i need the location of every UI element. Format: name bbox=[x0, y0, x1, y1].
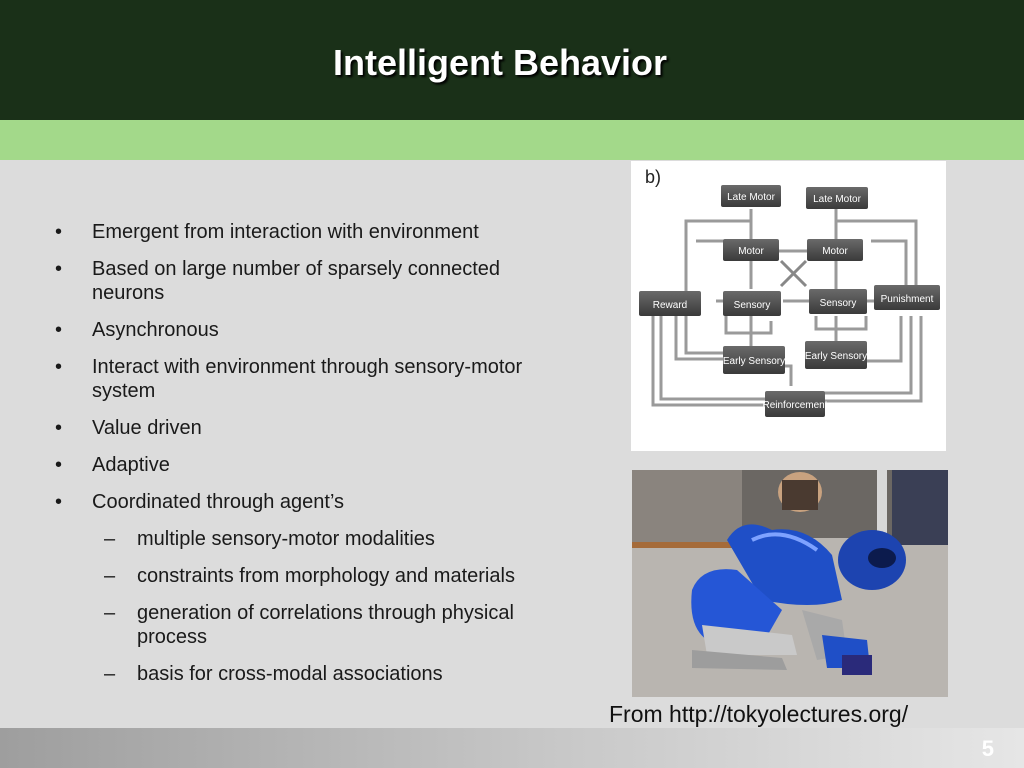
bullet-item: • Adaptive bbox=[52, 453, 592, 477]
sub-bullet-marker: – bbox=[104, 602, 116, 624]
accent-band bbox=[0, 120, 1024, 160]
bullet-text: Asynchronous bbox=[92, 319, 219, 341]
reward-label: Reward bbox=[653, 300, 687, 311]
motor-label: Motor bbox=[822, 246, 848, 257]
reinforcement-label: Reinforcement bbox=[762, 400, 827, 411]
sub-bullet-item: –generation of correlations through phys… bbox=[52, 601, 587, 649]
neural-architecture-diagram: b) bbox=[631, 161, 946, 451]
sub-bullet-text: constraints from morphology and material… bbox=[137, 565, 515, 587]
sub-bullet-text: multiple sensory-motor modalities bbox=[137, 528, 435, 550]
bullet-list: • Emergent from interaction with environm… bbox=[52, 220, 592, 699]
sub-bullet-text: generation of correlations through physi… bbox=[137, 602, 514, 648]
motor-node-2: Motor bbox=[807, 239, 863, 261]
slide-number: 5 bbox=[981, 736, 994, 761]
reward-node: Reward bbox=[639, 291, 701, 316]
bullet-text: Emergent from interaction with environme… bbox=[92, 221, 479, 243]
sub-bullet-item: –multiple sensory-motor modalities bbox=[52, 527, 592, 551]
early-sensory-label: Early Sensory bbox=[805, 351, 867, 362]
early-sensory-label: Early Sensory bbox=[723, 356, 785, 367]
late-motor-label: Late Motor bbox=[727, 192, 775, 203]
late-motor-node-2: Late Motor bbox=[806, 187, 868, 209]
early-sensory-node-2: Early Sensory bbox=[805, 341, 867, 369]
bullet-item: • Based on large number of sparsely conne… bbox=[52, 257, 572, 305]
bullet-text: Value driven bbox=[92, 417, 202, 439]
punishment-node: Punishment bbox=[874, 285, 940, 310]
bullet-text: Adaptive bbox=[92, 454, 170, 476]
bullet-text: Based on large number of sparsely connec… bbox=[92, 258, 501, 304]
sub-bullet-marker: – bbox=[104, 528, 116, 550]
sensory-node-1: Sensory bbox=[723, 291, 781, 316]
sub-bullet-item: –basis for cross-modal associations bbox=[52, 662, 592, 686]
bullet-item: • Value driven bbox=[52, 416, 592, 440]
reinforcement-node: Reinforcement bbox=[762, 391, 828, 417]
bullet-marker: • bbox=[55, 417, 63, 439]
sub-bullet-marker: – bbox=[104, 565, 116, 587]
punishment-label: Punishment bbox=[881, 294, 934, 305]
bullet-item: • Asynchronous bbox=[52, 318, 592, 342]
footer-bar bbox=[0, 728, 1024, 768]
connector-lines bbox=[651, 209, 923, 407]
bullet-item: • Interact with environment through senso… bbox=[52, 355, 532, 403]
bullet-item: • Coordinated through agent’s bbox=[52, 490, 592, 514]
motor-label: Motor bbox=[738, 246, 764, 257]
sub-bullet-marker: – bbox=[104, 663, 116, 685]
bullet-item: • Emergent from interaction with environm… bbox=[52, 220, 592, 244]
bullet-marker: • bbox=[55, 454, 63, 476]
bullet-text: Coordinated through agent’s bbox=[92, 491, 345, 513]
sub-bullet-item: –constraints from morphology and materia… bbox=[52, 564, 592, 588]
robot-photo bbox=[632, 470, 948, 697]
bullet-text: Interact with environment through sensor… bbox=[92, 356, 523, 402]
bullet-marker: • bbox=[55, 258, 63, 280]
early-sensory-node-1: Early Sensory bbox=[723, 346, 785, 374]
motor-node-1: Motor bbox=[723, 239, 779, 261]
late-motor-label: Late Motor bbox=[813, 194, 861, 205]
bullet-marker: • bbox=[55, 319, 63, 341]
bullet-marker: • bbox=[55, 221, 63, 243]
sensory-node-2: Sensory bbox=[809, 289, 867, 314]
sensory-label: Sensory bbox=[734, 300, 771, 311]
slide-title: Intelligent Behavior bbox=[332, 42, 668, 83]
title-bar bbox=[0, 0, 1024, 120]
sensory-label: Sensory bbox=[820, 298, 857, 309]
panel-label: b) bbox=[645, 167, 661, 187]
bullet-marker: • bbox=[55, 491, 63, 513]
bullet-marker: • bbox=[55, 356, 63, 378]
sub-bullet-text: basis for cross-modal associations bbox=[137, 663, 443, 685]
diagram-svg: b) bbox=[639, 167, 940, 417]
robot-illustration bbox=[632, 470, 948, 697]
image-source-caption: From http://tokyolectures.org/ bbox=[609, 701, 909, 727]
late-motor-node-1: Late Motor bbox=[721, 185, 781, 207]
